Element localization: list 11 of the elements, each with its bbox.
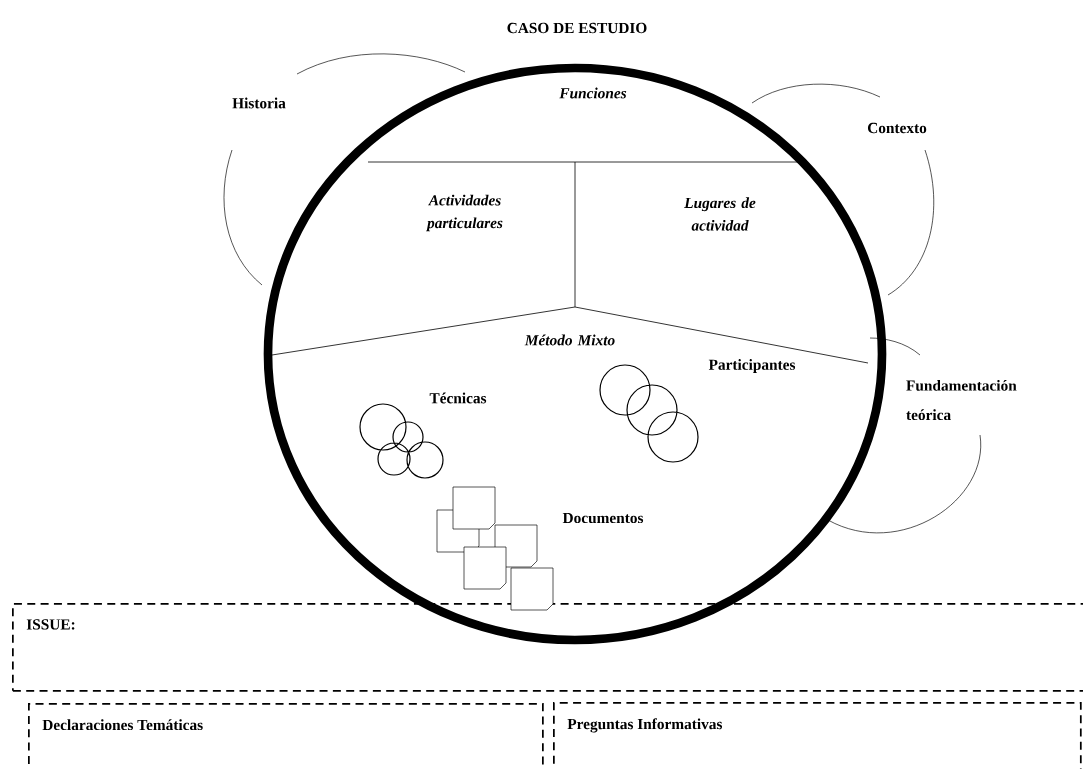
item-label: Documentos (562, 512, 644, 524)
sector-label: Método Mixto (524, 334, 615, 346)
item-label: Técnicas (429, 392, 487, 404)
dashed-box: Declaraciones Temáticas (28, 703, 544, 769)
title: CASO DE ESTUDIO (507, 22, 647, 34)
sector-label: Actividades particulares (426, 194, 503, 232)
dashed-box: Preguntas Informativas (553, 702, 1082, 769)
dashed-box: ISSUE: (12, 603, 1083, 692)
item-label: Participantes (708, 359, 796, 373)
sector-label: Funciones (559, 87, 627, 99)
cloud-label: Fundamentación teórica (827, 337, 1017, 534)
